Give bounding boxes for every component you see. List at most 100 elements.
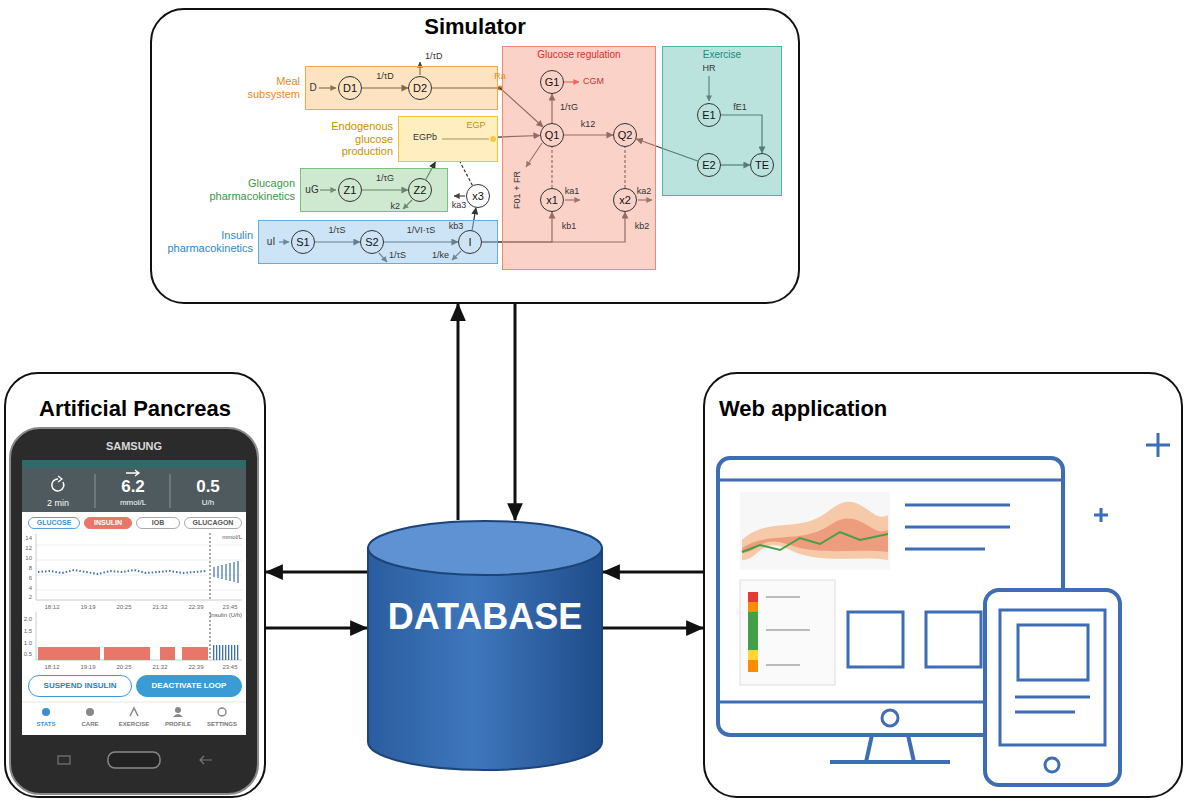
smartphone-illustration bbox=[58, 756, 70, 764]
monitor-illustration bbox=[882, 710, 898, 726]
cylinder-shape bbox=[367, 520, 603, 770]
compartment-name: E2 bbox=[698, 159, 720, 172]
screen-text: 0.5 bbox=[196, 478, 220, 497]
compartment-name: D1 bbox=[339, 82, 361, 95]
compartment-name: Q1 bbox=[541, 129, 563, 142]
compartment-circle: Z1 bbox=[338, 178, 362, 202]
subsystem-heading: Glucagon pharmacokinetics bbox=[203, 177, 295, 202]
subsystem-heading: Insulin pharmacokinetics bbox=[161, 229, 253, 254]
tab-pill: IOB bbox=[136, 517, 180, 529]
rate-constant: 1/τD bbox=[425, 52, 443, 62]
compartment-circle: E1 bbox=[697, 103, 721, 127]
data-flow-arrow bbox=[457, 304, 460, 520]
smartphone-illustration bbox=[38, 570, 206, 574]
smartphone-illustration bbox=[130, 708, 138, 716]
smartphone-illustration bbox=[22, 468, 246, 512]
panel-title: Artificial Pancreas bbox=[6, 396, 264, 421]
compartment-circle: x1 bbox=[540, 188, 564, 212]
glucagon-band: Glucagon pharmacokineticsZ1Z2 bbox=[300, 168, 448, 212]
compartment-circle: x2 bbox=[613, 188, 637, 212]
database-label: DATABASE bbox=[367, 596, 603, 637]
monitor-illustration bbox=[748, 650, 758, 660]
monitor-illustration bbox=[1015, 697, 1090, 712]
compartment-circle: I bbox=[458, 230, 482, 254]
subsystem-heading: Meal subsystem bbox=[240, 75, 300, 100]
screen-text: 6 bbox=[29, 575, 32, 582]
meal-subsystem-band: Meal subsystemD1D2 bbox=[305, 66, 498, 110]
screen-text: 20:25 bbox=[116, 604, 131, 611]
button-text: IOB bbox=[137, 519, 179, 527]
monitor-illustration bbox=[905, 505, 1010, 549]
smartphone-illustration bbox=[212, 645, 240, 660]
compartment-circle: Q1 bbox=[540, 123, 564, 147]
screen-text: 21:32 bbox=[152, 664, 167, 671]
smartphone-illustration bbox=[214, 561, 238, 583]
screen-text: 19:19 bbox=[80, 664, 95, 671]
smartphone-illustration bbox=[173, 714, 183, 717]
cylinder-body bbox=[368, 548, 602, 770]
monitor-illustration bbox=[742, 502, 888, 560]
button-text: DEACTIVATE LOOP bbox=[137, 681, 241, 690]
smartphone-illustration bbox=[36, 545, 242, 590]
egp-band: Endogenous glucose production bbox=[398, 116, 498, 162]
button-text: INSULIN bbox=[85, 519, 131, 527]
nav-label: CARE bbox=[81, 721, 98, 728]
compartment-circle: D1 bbox=[338, 76, 362, 100]
compartment-name: Z2 bbox=[409, 184, 431, 197]
smartphone-illustration bbox=[10, 428, 258, 794]
tab-pill: INSULIN bbox=[84, 517, 132, 529]
glucose-regulation-band: Glucose regulationG1Q1 Q2 x1 x2 bbox=[502, 46, 656, 270]
smartphone-illustration bbox=[86, 708, 94, 716]
smartphone-illustration bbox=[108, 752, 160, 768]
smartphone-illustration bbox=[182, 647, 208, 660]
smartphone-illustration bbox=[22, 702, 246, 703]
monitor-illustration bbox=[926, 612, 981, 667]
rate-constant: ka3 bbox=[452, 201, 467, 211]
monitor-illustration bbox=[1000, 610, 1105, 745]
smartphone-illustration bbox=[36, 534, 242, 660]
smartphone-illustration bbox=[200, 756, 212, 764]
compartment-name: G1 bbox=[541, 76, 563, 89]
subsystem-heading: Glucose regulation bbox=[503, 49, 655, 61]
app-button: DEACTIVATE LOOP bbox=[136, 675, 242, 697]
tab-pill: GLUCAGON bbox=[184, 517, 242, 529]
compartment-circle: G1 bbox=[540, 70, 564, 94]
compartment-circle: Q2 bbox=[613, 123, 637, 147]
monitor-illustration bbox=[748, 612, 758, 650]
smartphone-illustration bbox=[38, 647, 100, 660]
brand-text: SAMSUNG bbox=[106, 440, 162, 452]
artificial-pancreas-panel: Artificial PancreasGLUCOSEINSULINIOBGLUC… bbox=[4, 372, 266, 798]
screen-text: 6.2 bbox=[121, 478, 145, 497]
compartment-name: S2 bbox=[361, 236, 383, 249]
model-flow-strokes bbox=[454, 195, 465, 196]
monitor-illustration bbox=[1045, 758, 1059, 772]
monitor-illustration bbox=[985, 590, 1120, 785]
nav-label: PROFILE bbox=[165, 721, 191, 728]
smartphone-illustration bbox=[10, 428, 258, 794]
screen-text: 21:32 bbox=[152, 604, 167, 611]
simulator-panel: SimulatorMeal subsystemD1D2Endogenous gl… bbox=[150, 8, 800, 304]
exercise-band: ExerciseE1E2 TE bbox=[662, 46, 782, 196]
nav-label: EXERCISE bbox=[119, 721, 149, 728]
insulin-band: Insulin pharmacokineticsS1S2I bbox=[258, 220, 498, 264]
screen-text: 0.5 bbox=[24, 651, 32, 658]
smartphone-illustration bbox=[218, 708, 226, 716]
screen-text: 14 bbox=[25, 535, 32, 542]
compartment-name: TE bbox=[751, 159, 773, 172]
panel-title: Web application bbox=[719, 396, 887, 421]
subsystem-heading: Exercise bbox=[663, 49, 781, 61]
compartment-circle: Z2 bbox=[408, 178, 432, 202]
subsystem-heading: Endogenous glucose production bbox=[323, 120, 393, 158]
smartphone-illustration bbox=[58, 476, 62, 482]
screen-text: 4 bbox=[29, 585, 32, 592]
compartment-circle: S1 bbox=[291, 230, 315, 254]
compartment-circle: E2 bbox=[697, 153, 721, 177]
data-flow-arrow bbox=[603, 571, 703, 574]
screen-text: 2 bbox=[29, 594, 32, 601]
monitor-illustration bbox=[1094, 433, 1170, 522]
screen-text: 12 bbox=[25, 545, 32, 552]
data-flow-arrow bbox=[514, 304, 517, 520]
compartment-circle: x3 bbox=[466, 184, 490, 208]
button-text: SUSPEND INSULIN bbox=[29, 681, 131, 690]
